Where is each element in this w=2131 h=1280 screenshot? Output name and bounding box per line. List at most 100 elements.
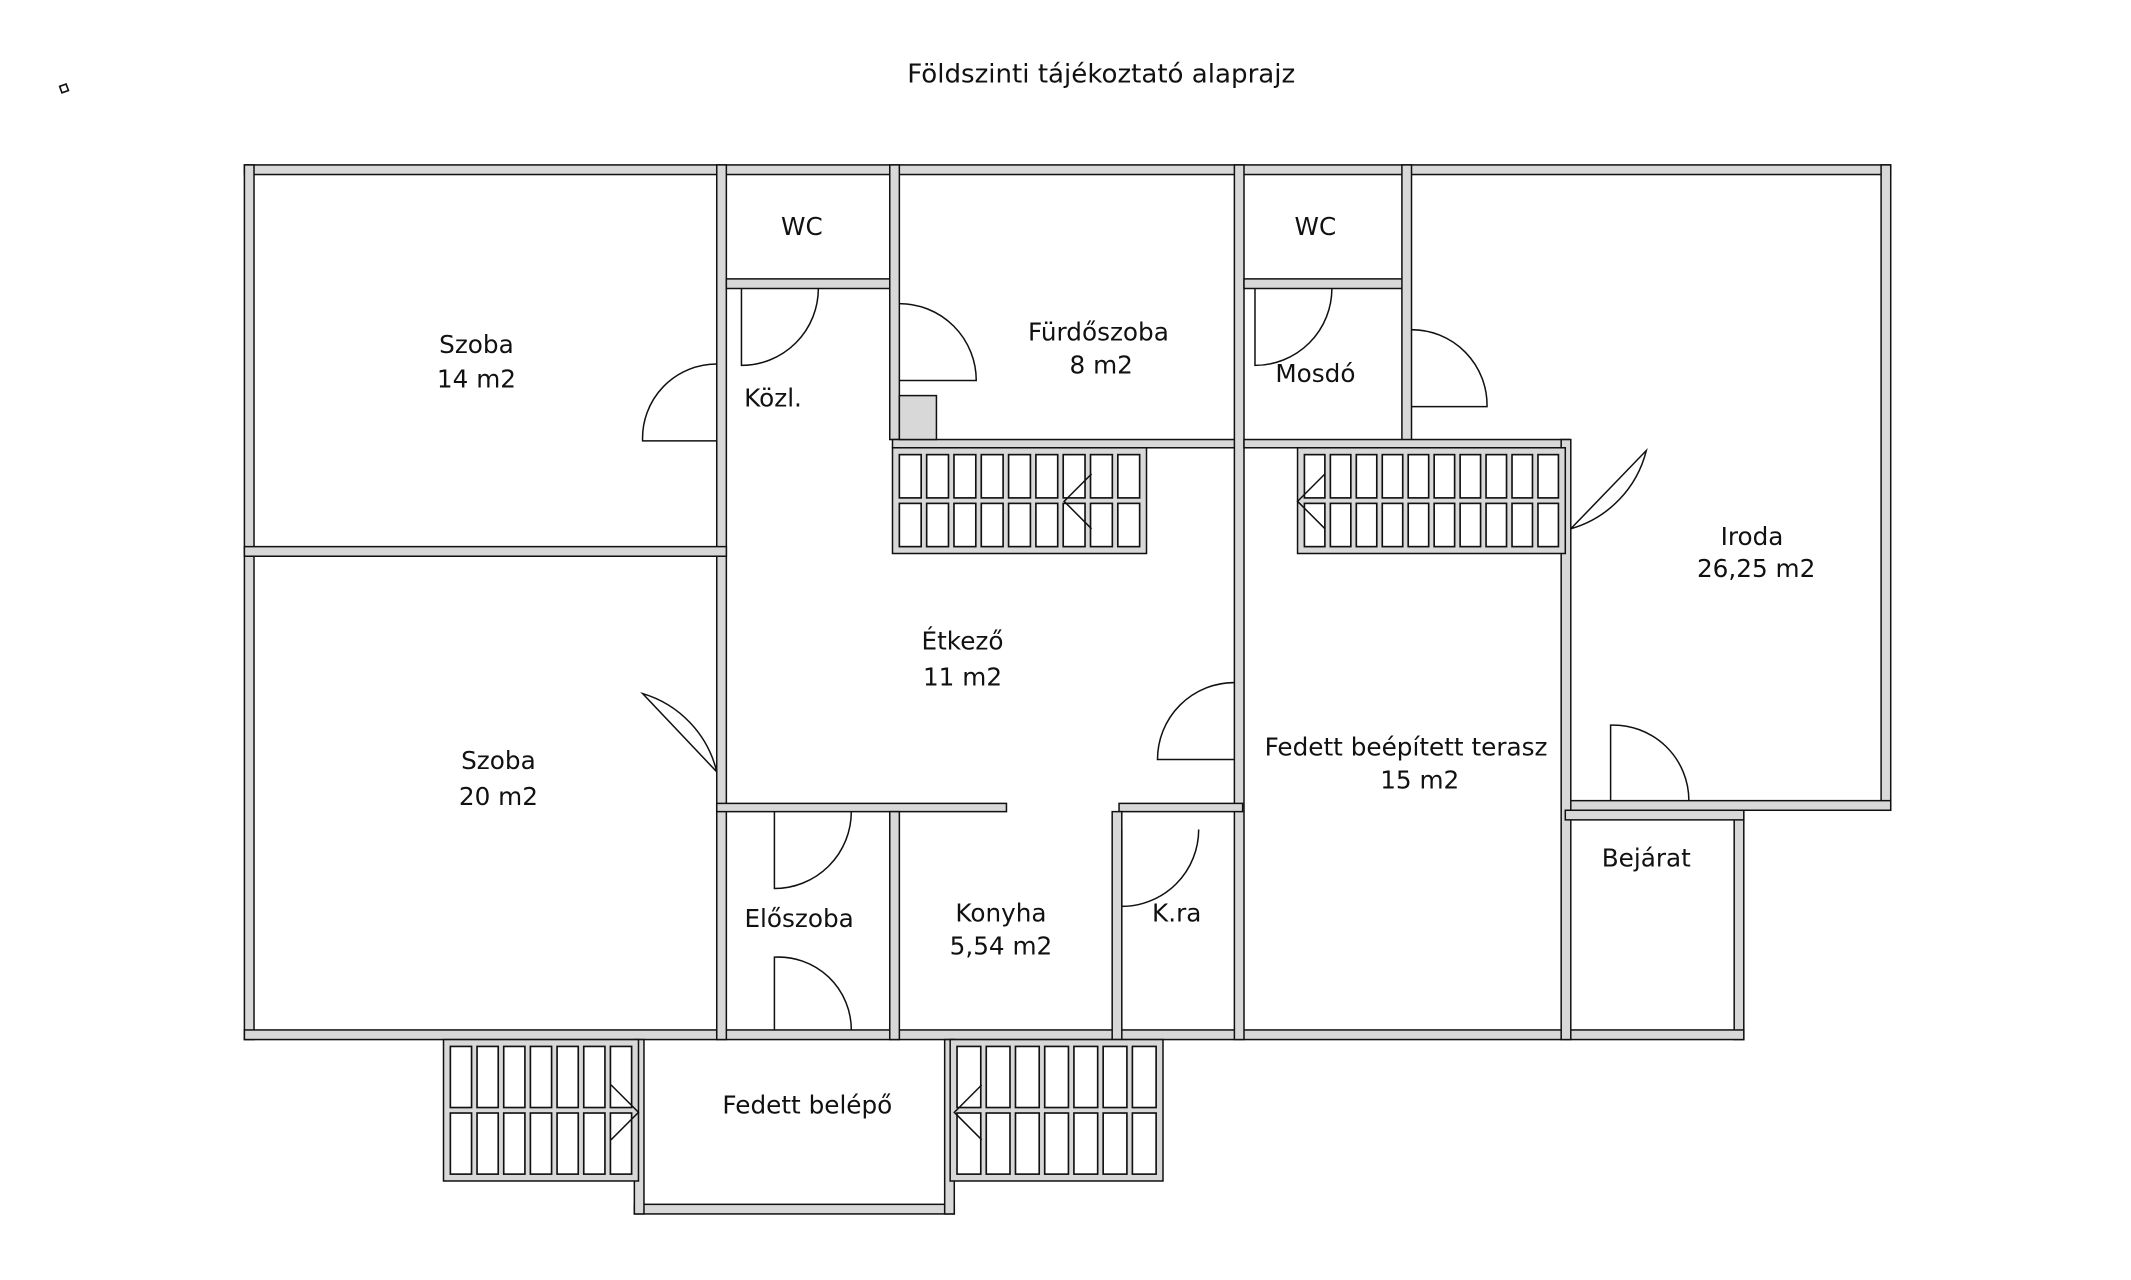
- door-swing-icon: [1254, 288, 1333, 367]
- stair-step: [502, 1045, 526, 1109]
- wall: [1118, 802, 1244, 813]
- stair-step: [582, 1045, 606, 1109]
- stair-arrow-icon: [610, 1084, 640, 1141]
- stair-step: [1062, 453, 1086, 499]
- stair-step: [1329, 502, 1352, 548]
- stair-step: [1485, 502, 1508, 548]
- stair-step: [476, 1045, 500, 1109]
- stair-step: [1537, 502, 1560, 548]
- room-szoba-14: Szoba 14 m2: [437, 330, 516, 393]
- room-iroda: Iroda 26,25 m2: [1697, 522, 1815, 583]
- stair-step: [1407, 502, 1430, 548]
- door-swing-icon: [773, 956, 853, 1030]
- wall: [243, 164, 255, 1041]
- stair-step: [1035, 453, 1059, 499]
- wall: [1233, 164, 1245, 1041]
- door-swing-icon: [899, 302, 978, 382]
- door-swing-icon: [1156, 681, 1235, 761]
- stair-step: [953, 453, 977, 499]
- room-name: Szoba: [461, 746, 536, 775]
- stair-step: [1014, 1112, 1041, 1175]
- stair-arrow-icon: [953, 1084, 983, 1141]
- stair-step: [582, 1112, 606, 1175]
- stair-step: [1485, 453, 1508, 499]
- door-swing-icon: [641, 363, 717, 442]
- wall: [243, 1029, 1745, 1041]
- stair-step: [898, 453, 922, 499]
- wall: [1564, 809, 1745, 821]
- stair-step: [925, 502, 950, 548]
- stair-step: [956, 1112, 982, 1175]
- wall: [715, 802, 1008, 813]
- room-kozl: Közl.: [744, 384, 802, 413]
- stair-step: [529, 1045, 553, 1109]
- stair-step: [609, 1045, 633, 1109]
- wall: [715, 164, 728, 1041]
- stair-step: [1117, 453, 1141, 499]
- wall: [243, 545, 728, 557]
- stair-step: [529, 1112, 553, 1175]
- wall: [898, 394, 938, 441]
- stair-step: [980, 502, 1004, 548]
- room-area: 5,54 m2: [950, 931, 1053, 960]
- room-area: 26,25 m2: [1697, 554, 1815, 583]
- room-area: 8 m2: [1070, 351, 1133, 380]
- door-swing-icon: [1411, 328, 1488, 408]
- room-mosdo: Mosdó: [1275, 359, 1355, 388]
- room-name: Étkező: [922, 627, 1004, 656]
- room-terasz: Fedett beépített terasz 15 m2: [1265, 732, 1548, 794]
- wall: [1733, 809, 1745, 1041]
- stair-step: [1131, 1112, 1157, 1175]
- room-furdoszoba: Fürdőszoba 8 m2: [1028, 318, 1169, 380]
- stair-step: [556, 1045, 580, 1109]
- stair-arrow-icon: [1296, 473, 1326, 530]
- wall: [1243, 278, 1409, 290]
- stair-step: [1102, 1112, 1128, 1175]
- stair-step: [980, 453, 1004, 499]
- door-swing-icon: [1609, 724, 1690, 801]
- stair-step: [1381, 502, 1404, 548]
- stair-step: [1433, 502, 1456, 548]
- wall: [1880, 164, 1892, 812]
- stair-step: [1537, 453, 1560, 499]
- stair-step: [1511, 502, 1534, 548]
- stair-step: [1131, 1045, 1157, 1109]
- wall: [243, 164, 1892, 176]
- wall: [888, 810, 901, 1041]
- stair-step: [1407, 453, 1430, 499]
- room-name: Szoba: [439, 330, 514, 359]
- room-area: 15 m2: [1380, 765, 1459, 794]
- stair-step: [1043, 1112, 1070, 1175]
- stair-step: [1459, 453, 1482, 499]
- stair-step: [953, 502, 977, 548]
- stair-step: [1433, 453, 1456, 499]
- room-area: 14 m2: [437, 364, 516, 393]
- stair-step: [1014, 1045, 1041, 1109]
- door-swing-icon: [740, 288, 820, 367]
- room-konyha: Konyha 5,54 m2: [950, 898, 1053, 960]
- wall: [1560, 438, 1572, 1041]
- stair-step: [1062, 502, 1086, 548]
- stair-arrow-icon: [1063, 473, 1093, 530]
- stair-step: [449, 1112, 473, 1175]
- stair-step: [985, 1045, 1011, 1109]
- room-area: 11 m2: [923, 662, 1002, 691]
- stair-step: [556, 1112, 580, 1175]
- stair-step: [1035, 502, 1059, 548]
- stair-step: [1329, 453, 1352, 499]
- room-name: Fürdőszoba: [1028, 318, 1169, 347]
- stair-step: [1089, 453, 1114, 499]
- door-swing-icon: [640, 692, 718, 773]
- stair-step: [898, 502, 922, 548]
- corner-mark: [58, 82, 70, 94]
- stair-step: [1073, 1045, 1099, 1109]
- room-bejarat: Bejárat: [1602, 844, 1691, 873]
- wall: [1243, 438, 1571, 449]
- room-eloszoba: Előszoba: [744, 904, 853, 933]
- room-name: Fedett beépített terasz: [1265, 732, 1548, 761]
- stair-step: [1303, 453, 1326, 499]
- stair-step: [1355, 502, 1378, 548]
- room-wc-right: WC: [1295, 212, 1337, 241]
- stair-step: [1089, 502, 1114, 548]
